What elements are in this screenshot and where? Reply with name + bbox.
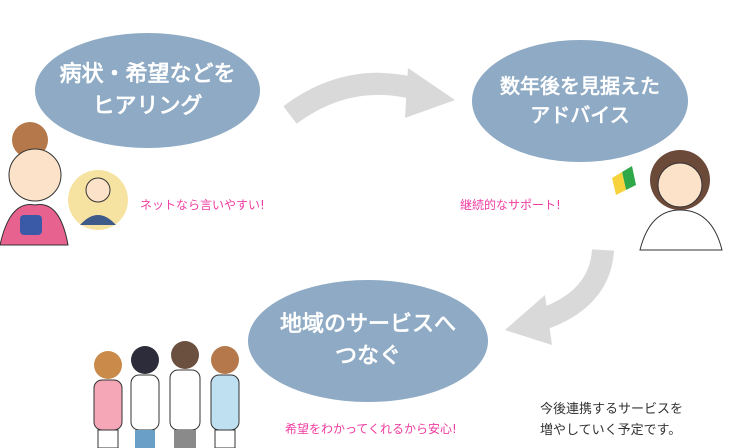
step-hearing-line2: ヒアリング — [92, 93, 203, 119]
step-connect: 地域のサービスへ つなぐ — [248, 280, 488, 402]
note-connect: 希望をわかってくれるから安心! — [285, 422, 457, 436]
note-advice: 継続的なサポート! — [460, 198, 561, 212]
note-hearing: ネットなら言いやすい! — [140, 198, 265, 212]
step-hearing: 病状・希望などを ヒアリング — [35, 33, 260, 148]
operator-illustration — [612, 150, 723, 251]
care-staff-illustration — [93, 341, 240, 448]
step-advice-line1: 数年後を見据えた — [500, 74, 660, 98]
memo-line2: 増やしていく予定です。 — [540, 422, 682, 438]
arrow-down-left — [505, 248, 614, 345]
step-advice: 数年後を見据えた アドバイス — [472, 40, 688, 162]
consultant-bubble-illustration — [68, 170, 128, 230]
step-connect-line2: つなぐ — [334, 344, 401, 369]
patient-illustration — [0, 122, 69, 246]
step-advice-line2: アドバイス — [530, 103, 630, 127]
step-hearing-line1: 病状・希望などを — [59, 61, 236, 87]
step-connect-line1: 地域のサービスへ — [279, 312, 456, 338]
future-plans-memo: 今後連携するサービスを 増やしていく予定です。 — [540, 400, 683, 442]
arrow-right — [283, 68, 455, 124]
memo-line1: 今後連携するサービスを — [540, 402, 684, 417]
